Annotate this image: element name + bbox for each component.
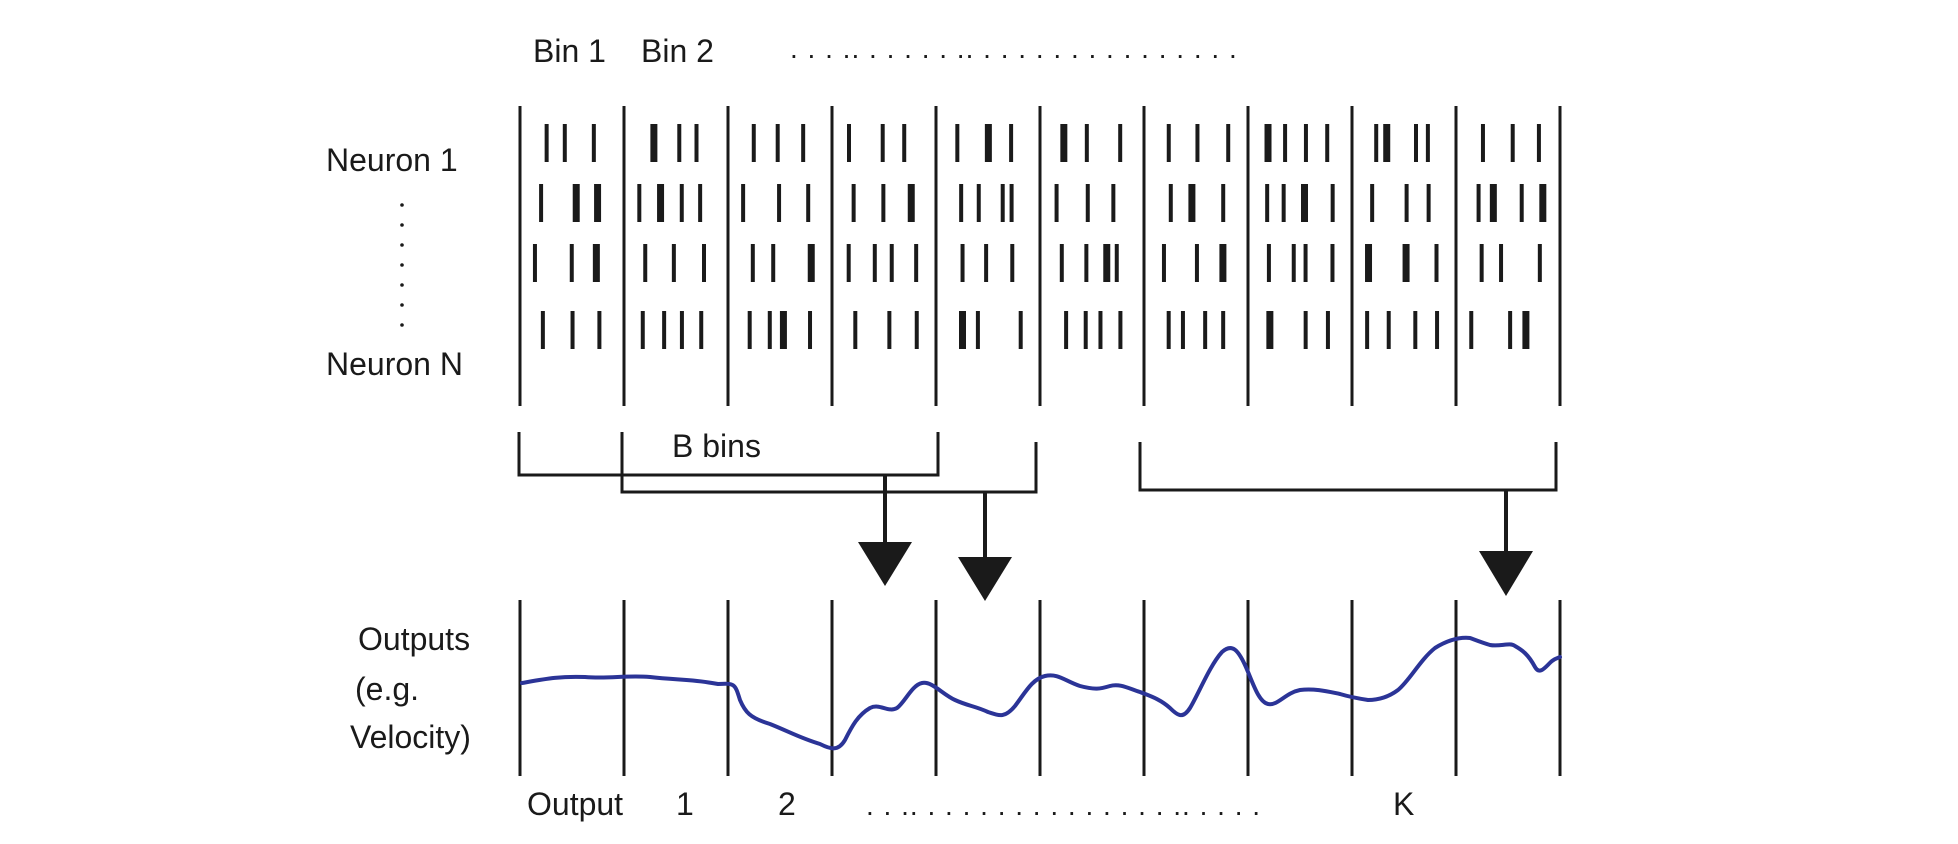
- spike-raster: [532, 124, 1547, 349]
- output-label: Output: [527, 786, 623, 822]
- arrow-window-2: [958, 492, 1012, 601]
- arrow-window-k: [1479, 490, 1533, 596]
- b-bins-label: B bins: [672, 428, 761, 464]
- bottom-ellipsis: . . .. . . . . . . . . . . . . . . .. . …: [866, 790, 1261, 821]
- output-k-label: K: [1393, 786, 1414, 822]
- velocity-trace: [520, 635, 1562, 751]
- output-2-label: 2: [778, 786, 796, 822]
- bracket-window-1: [517, 432, 940, 477]
- arrow-window-1: [858, 475, 912, 586]
- bin-1-label: Bin 1: [533, 33, 606, 69]
- output-bin-dividers: [518, 600, 1562, 776]
- neuron-1-label: Neuron 1: [326, 142, 458, 178]
- outputs-label-line-1: Outputs: [358, 621, 470, 657]
- top-ellipsis: . . . .. . . . . . .. . . . . . . . . . …: [790, 33, 1238, 64]
- bracket-window-k: [1138, 442, 1558, 492]
- raster-bin-dividers: [518, 106, 1562, 406]
- outputs-label-line-3: Velocity): [350, 719, 471, 755]
- outputs-label-line-2: (e.g.: [355, 671, 419, 707]
- bracket-window-2: [620, 432, 1038, 494]
- neuron-n-label: Neuron N: [326, 346, 463, 382]
- bin-2-label: Bin 2: [641, 33, 714, 69]
- output-1-label: 1: [676, 786, 694, 822]
- neuron-ellipsis: [400, 203, 404, 327]
